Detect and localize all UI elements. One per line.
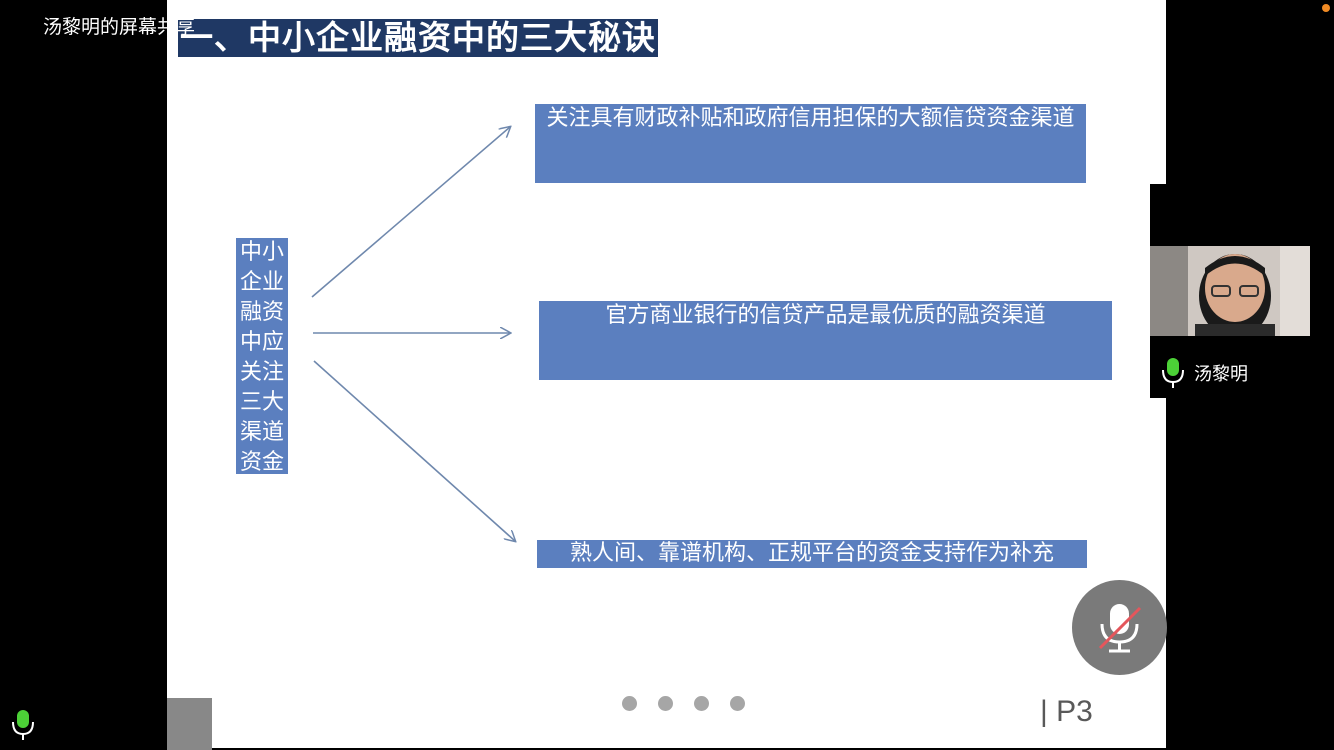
central-topic-box: 中小企业融资中应关注三大渠道资金 <box>236 238 288 474</box>
microphone-icon <box>12 710 34 740</box>
microphone-icon <box>1162 358 1184 388</box>
channel-box-3: 熟人间、靠谱机构、正规平台的资金支持作为补充 <box>537 540 1087 568</box>
channel-box-1: 关注具有财政补贴和政府信用担保的大额信贷资金渠道 <box>535 104 1086 183</box>
mute-toggle-button[interactable] <box>1072 580 1167 675</box>
page-indicator[interactable] <box>622 696 745 711</box>
arrow-to-channel-3 <box>313 360 515 541</box>
participant-bar: 汤黎明 <box>1150 336 1310 398</box>
page-dot[interactable] <box>694 696 709 711</box>
page-dot[interactable] <box>658 696 673 711</box>
participant-video[interactable] <box>1150 246 1310 336</box>
arrows-diagram <box>311 0 1166 748</box>
slide-canvas: 一、中小企业融资中的三大秘诀 中小企业融资中应关注三大渠道资金 关注具有财政补贴… <box>167 0 1166 748</box>
screen-share-label: 汤黎明的屏幕共享 <box>43 16 196 38</box>
overlay-spacer <box>1150 184 1168 246</box>
status-indicator-dot <box>1322 4 1330 12</box>
arrow-to-channel-1 <box>311 127 510 298</box>
share-bar-edge <box>167 698 212 750</box>
page-number-label: | P3 <box>1040 695 1093 728</box>
page-dot[interactable] <box>622 696 637 711</box>
page-dot[interactable] <box>730 696 745 711</box>
participant-name: 汤黎明 <box>1194 364 1248 385</box>
mic-muted-icon <box>1098 604 1142 653</box>
slide-title: 一、中小企业融资中的三大秘诀 <box>178 18 658 57</box>
channel-box-2: 官方商业银行的信贷产品是最优质的融资渠道 <box>539 301 1112 380</box>
participant-avatar-image <box>1150 246 1310 336</box>
